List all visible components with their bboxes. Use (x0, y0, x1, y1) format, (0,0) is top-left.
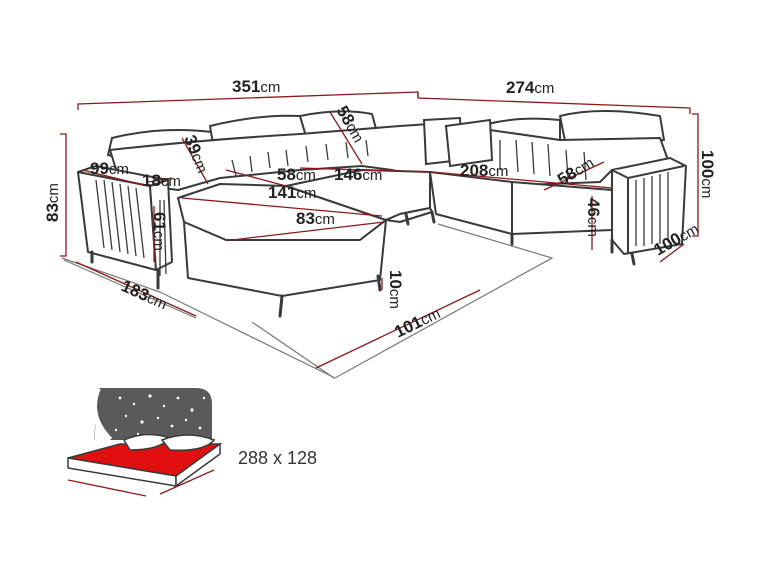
dim-armrest-99: 99cm (90, 159, 129, 178)
dim-overall-left: 351cm (232, 77, 280, 96)
dim-chaise-83: 83cm (296, 209, 335, 228)
floor-outline (61, 223, 554, 379)
dim-overall-right: 274cm (506, 78, 554, 97)
dim-armrest-18: 18cm (142, 171, 181, 190)
sofa-outline (77, 110, 687, 297)
decorative-pillows (422, 116, 494, 168)
dimension-lines (60, 91, 699, 369)
dim-leg-10: 10cm (386, 270, 405, 309)
dim-floor-101: 101cm (391, 303, 443, 341)
stars (114, 394, 206, 436)
dim-seat-208: 208cm (460, 161, 508, 180)
dim-seat-height-61: 61cm (150, 212, 169, 251)
dim-seat-146: 146cm (334, 165, 382, 184)
bed-size-label: 288 x 128 (238, 448, 317, 468)
sofa-stitching (95, 139, 669, 276)
sofa-legs (90, 210, 636, 318)
dim-chaise-141: 141cm (268, 183, 316, 202)
sofa-back-body (109, 123, 669, 191)
dim-floor-183: 183cm (118, 276, 170, 313)
dim-seat-58: 58cm (277, 165, 316, 184)
dim-seat-height-46: 46cm (584, 198, 603, 237)
sleeping-function-icon (67, 386, 223, 497)
dim-left-height: 83cm (43, 183, 62, 222)
dim-right-height: 100cm (698, 150, 717, 198)
chaise-front (183, 219, 387, 297)
